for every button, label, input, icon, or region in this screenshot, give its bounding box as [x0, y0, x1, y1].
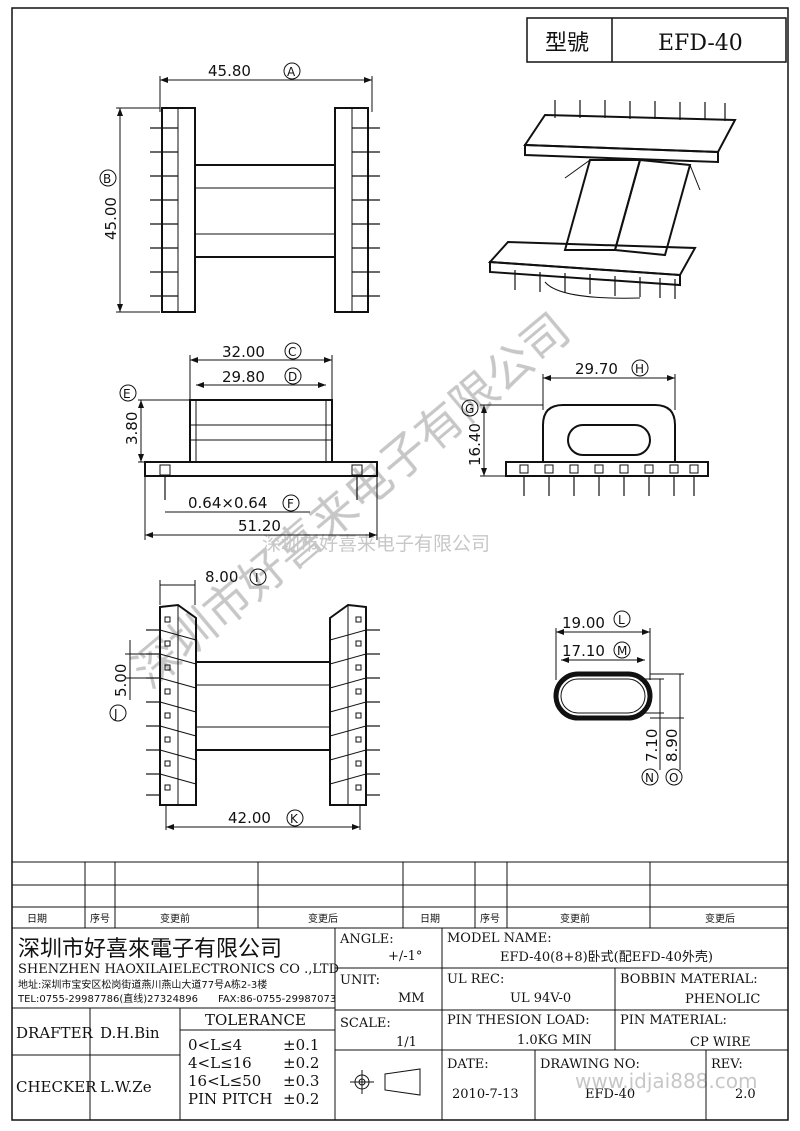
dim-b-value: 45.00 [102, 197, 120, 240]
company-address: 地址:深圳市宝安区松岗街道燕川燕山大道77号A栋2-3楼 [18, 978, 267, 991]
tol-range-1: 0<L≤4 [188, 1036, 242, 1054]
tol-value-2: ±0.2 [283, 1054, 319, 1072]
scale-value: 1/1 [396, 1035, 417, 1050]
side-view: 29.70 H 16.40 G [461, 359, 709, 496]
dim-k-value: 42.00 [228, 809, 271, 827]
watermark-horizontal-text: 深圳市好喜来电子有限公司 [262, 533, 490, 555]
pin-load-value: 1.0KG MIN [517, 1033, 592, 1048]
company-tel: TEL:0755-29987786(直线)27324896 [17, 992, 198, 1005]
rev-header-no-2: 序号 [480, 912, 500, 925]
rev-header-date-2: 日期 [420, 913, 440, 925]
tol-value-3: ±0.3 [283, 1072, 319, 1090]
drafter-name: D.H.Bin [100, 1024, 160, 1042]
tolerance-title: TOLERANCE [205, 1011, 306, 1029]
projection-symbol-icon [350, 1068, 421, 1096]
model-label: 型號 [545, 31, 589, 56]
checker-name: L.W.Ze [100, 1078, 152, 1096]
model-name-value: EFD-40(8+8)卧式(配EFD-40外壳) [500, 950, 713, 965]
dim-e-value: 3.80 [123, 412, 141, 445]
bobbin-material-label: BOBBIN MATERIAL: [620, 972, 758, 987]
dim-e-tag: E [123, 387, 131, 401]
dim-g-tag: G [465, 402, 474, 416]
dim-d-tag: D [288, 370, 297, 384]
dim-overall-value: 51.20 [238, 517, 281, 535]
dim-m-value: 17.10 [562, 642, 605, 660]
unit-value: MM [398, 991, 425, 1006]
dim-g-value: 16.40 [466, 423, 484, 466]
tol-range-3: 16<L≤50 [188, 1072, 261, 1090]
dim-b-tag: B [103, 172, 111, 186]
rev-label: REV: [711, 1057, 743, 1072]
drafter-label: DRAFTER [16, 1024, 94, 1042]
dim-k-tag: K [290, 812, 299, 826]
rev-header-before-1: 变更前 [160, 912, 190, 925]
rev-header-after-1: 变更后 [308, 912, 338, 925]
dim-d-value: 29.80 [222, 368, 265, 386]
dim-f-value: 0.64×0.64 [188, 494, 267, 512]
ul-value: UL 94V-0 [510, 991, 571, 1006]
company-name-cn: 深圳市好喜來電子有限公司 [18, 937, 282, 962]
rev-value: 2.0 [735, 1087, 756, 1102]
dim-h-value: 29.70 [575, 360, 618, 378]
pin-material-value: CP WIRE [690, 1035, 751, 1050]
revision-table: 日期 序号 变更前 变更后 日期 序号 变更前 变更后 [12, 861, 788, 929]
angle-value: +/-1° [388, 949, 422, 964]
model-number: EFD-40 [658, 31, 743, 56]
dim-n-tag: N [645, 771, 654, 785]
pin-load-label: PIN THESION LOAD: [447, 1013, 590, 1028]
dim-h-tag: H [635, 362, 644, 376]
checker-label: CHECKER [16, 1078, 97, 1096]
model-name-label: MODEL NAME: [447, 931, 552, 946]
model-header-box: 型號 EFD-40 [526, 17, 787, 63]
tol-value-4: ±0.2 [283, 1090, 319, 1108]
tol-range-2: 4<L≤16 [188, 1054, 252, 1072]
top-view: 45.80 A 45.00 B [99, 62, 380, 313]
dim-l-value: 19.00 [562, 614, 605, 632]
date-label: DATE: [447, 1057, 489, 1072]
angle-label: ANGLE: [339, 932, 394, 947]
dim-a-tag: A [287, 65, 296, 79]
scale-label: SCALE: [340, 1016, 391, 1031]
rev-header-date-1: 日期 [27, 913, 47, 925]
company-fax: FAX:86-0755-29987073 [218, 994, 336, 1005]
sheet-border [11, 7, 789, 1121]
dim-n-value: 7.10 [643, 729, 661, 762]
opening-view: 19.00 L 17.10 M 7.10 8.90 N O [553, 610, 684, 786]
drawing-no-label: DRAWING NO: [540, 1057, 640, 1072]
isometric-view [487, 100, 737, 299]
dim-j-value: 5.00 [112, 664, 130, 697]
unit-label: UNIT: [340, 973, 380, 988]
front-view: 32.00 C 29.80 D 3.80 E 0.64×0.64 [119, 342, 378, 540]
dim-a-value: 45.80 [208, 62, 251, 80]
dim-c-value: 32.00 [222, 343, 265, 361]
dim-o-value: 8.90 [663, 729, 681, 762]
dim-o-tag: O [669, 771, 678, 785]
dim-j-tag: J [113, 707, 118, 721]
watermark-url-text: www.jdjai888.com [575, 1069, 757, 1093]
drawing-no-value: EFD-40 [585, 1087, 635, 1102]
dim-m-tag: M [617, 644, 627, 658]
tol-range-4: PIN PITCH [188, 1090, 273, 1108]
company-name-en: SHENZHEN HAOXILAIELECTRONICS CO .,LTD [18, 962, 339, 977]
pin-material-label: PIN MATERIAL: [620, 1013, 727, 1028]
bottom-view: 8.00 I [109, 568, 380, 830]
dim-f-tag: F [287, 497, 294, 511]
rev-header-after-2: 变更后 [705, 912, 735, 925]
bobbin-material-value: PHENOLIC [685, 992, 760, 1007]
dim-i-tag: I [255, 571, 259, 585]
title-block: 深圳市好喜來電子有限公司 SHENZHEN HAOXILAIELECTRONIC… [12, 928, 788, 1120]
dim-c-tag: C [288, 345, 296, 359]
dim-l-tag: L [618, 613, 625, 627]
rev-header-no-1: 序号 [90, 912, 110, 925]
rev-header-before-2: 变更前 [560, 912, 590, 925]
tol-value-1: ±0.1 [283, 1036, 319, 1054]
date-value: 2010-7-13 [452, 1087, 519, 1102]
dim-i-value: 8.00 [205, 568, 238, 586]
ul-label: UL REC: [447, 972, 504, 987]
